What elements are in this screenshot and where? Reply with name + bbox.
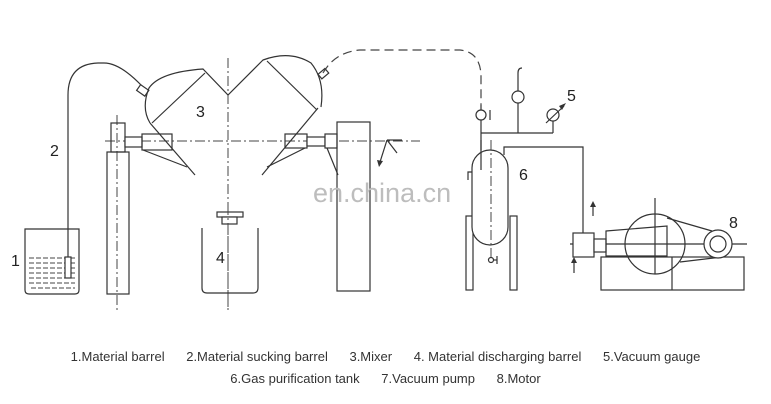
label-4: 4 bbox=[216, 250, 225, 267]
material-sucking-tube bbox=[67, 62, 143, 257]
label-1: 1 bbox=[11, 253, 20, 270]
legend-item: 3.Mixer bbox=[349, 349, 393, 364]
legend-line-2: 6.Gas purification tank 7.Vacuum pump 8.… bbox=[0, 371, 771, 386]
legend-line-1: 1.Material barrel 2.Material sucking bar… bbox=[0, 349, 771, 364]
label-6: 6 bbox=[519, 167, 528, 184]
vacuum-line bbox=[322, 49, 482, 105]
label-5: 5 bbox=[567, 88, 576, 105]
label-3: 3 bbox=[196, 104, 205, 121]
vacuum-gauge bbox=[545, 103, 566, 133]
label-2: 2 bbox=[50, 143, 59, 160]
legend-item: 6.Gas purification tank bbox=[230, 371, 360, 386]
vacuum-feeding-system-diagram: 1 2 3 4 5 6 8 en.china.cn bbox=[11, 49, 747, 310]
legend-item: 2.Material sucking barrel bbox=[186, 349, 328, 364]
legend-item: 1.Material barrel bbox=[70, 349, 165, 364]
legend-item: 7.Vacuum pump bbox=[381, 371, 475, 386]
v-mixer bbox=[124, 55, 338, 176]
air-valve bbox=[511, 67, 525, 133]
watermark: en.china.cn bbox=[313, 178, 451, 208]
label-8: 8 bbox=[729, 215, 738, 232]
material-discharging-barrel bbox=[201, 205, 259, 310]
legend-item: 4. Material discharging barrel bbox=[413, 349, 582, 364]
material-barrel bbox=[24, 228, 80, 295]
vacuum-pipe bbox=[503, 146, 584, 233]
legend-item: 8.Motor bbox=[496, 371, 541, 386]
gas-purification-tank bbox=[465, 140, 518, 291]
right-support bbox=[326, 121, 371, 292]
vacuum-pump bbox=[571, 201, 668, 273]
left-support bbox=[106, 122, 130, 295]
rotation-symbol bbox=[377, 139, 402, 167]
legend-item: 5.Vacuum gauge bbox=[602, 349, 701, 364]
inlet-valve bbox=[475, 105, 491, 150]
motor bbox=[600, 198, 745, 291]
